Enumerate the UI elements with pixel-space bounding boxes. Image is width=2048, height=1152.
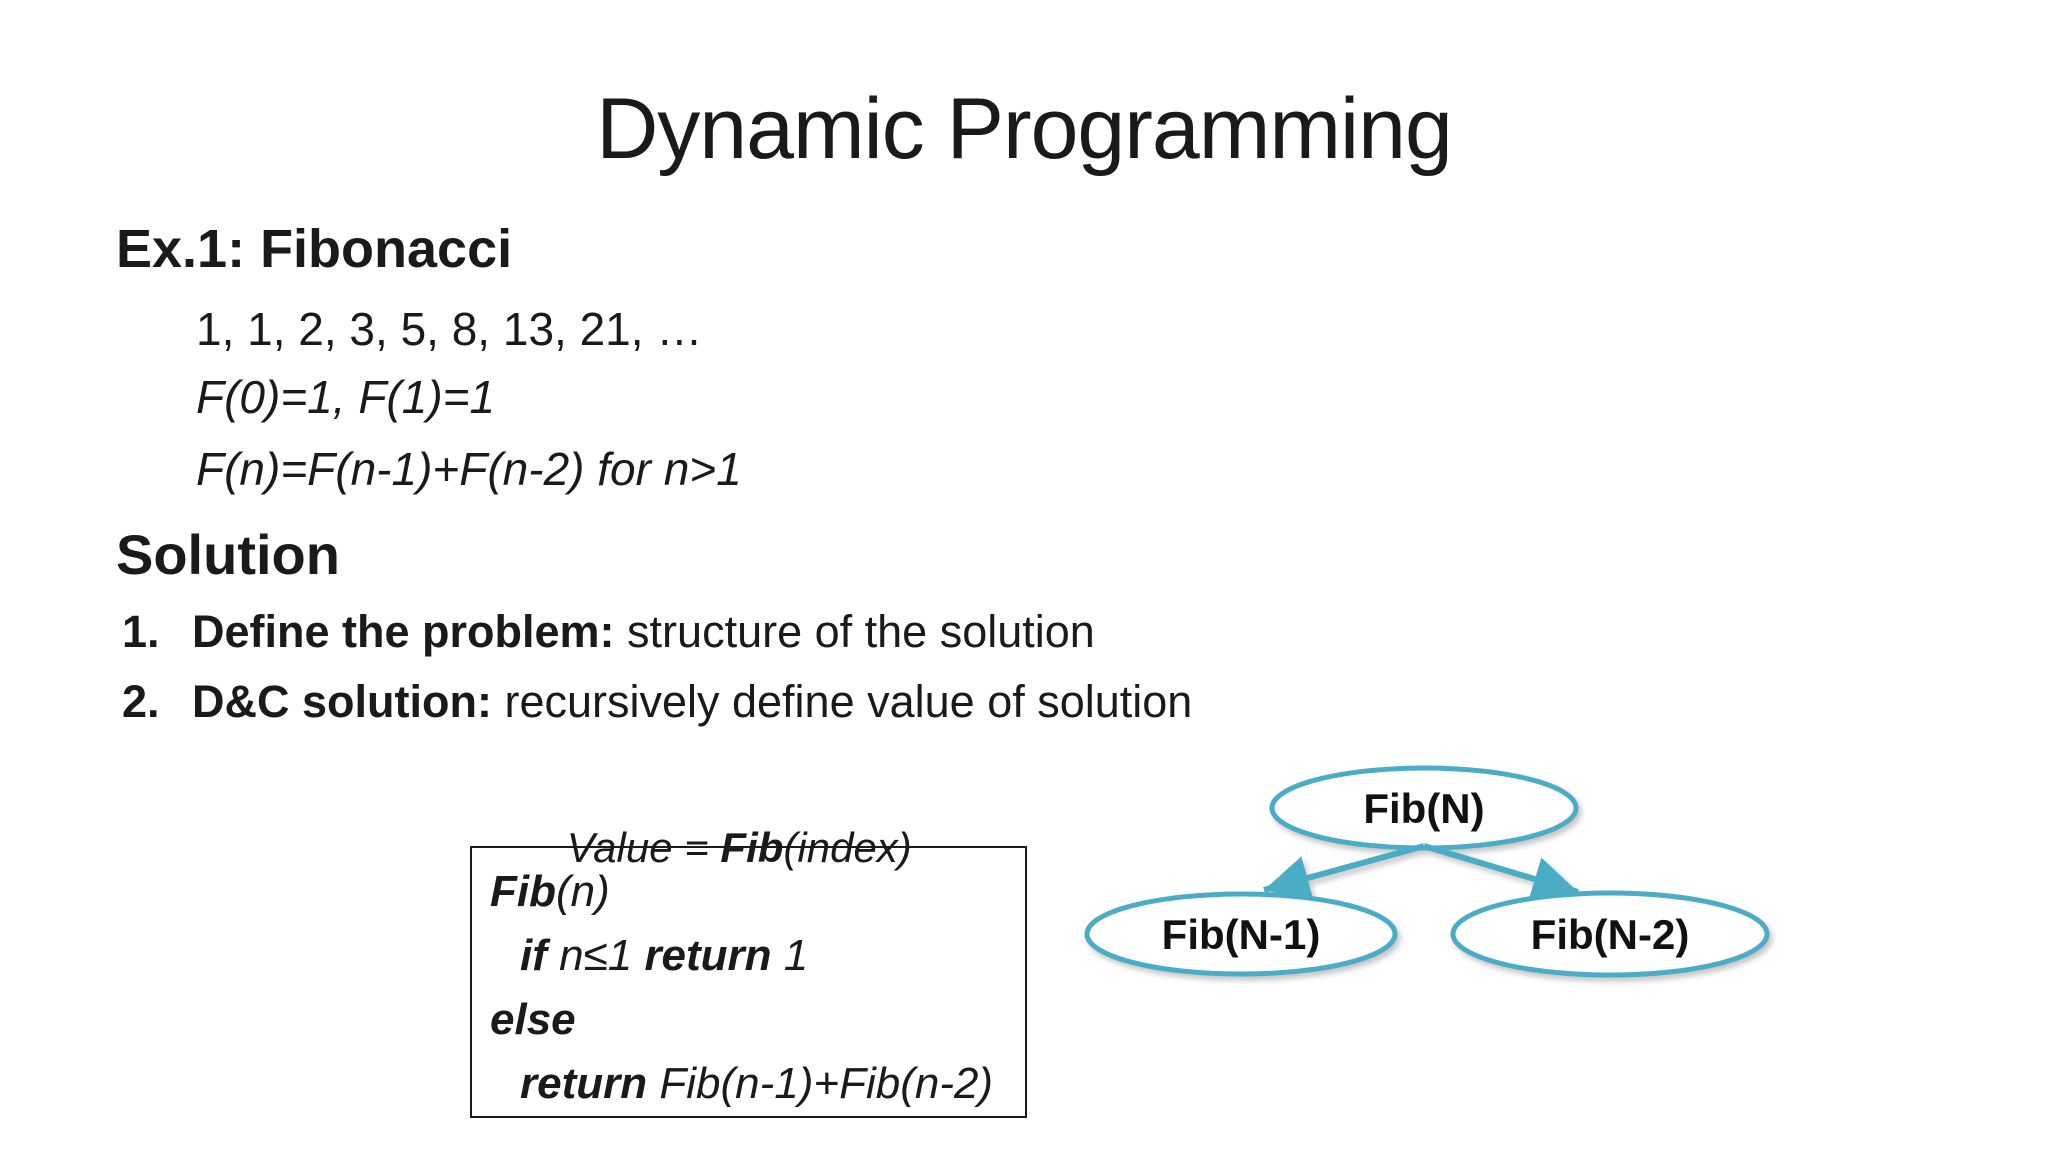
- fibonacci-base-case: F(0)=1, F(1)=1: [196, 371, 496, 423]
- slide-title: Dynamic Programming: [596, 81, 1453, 177]
- edge-arrow-right-icon: [1423, 843, 1579, 901]
- code-if-condition: n≤1: [546, 931, 645, 980]
- tree-node-left-child-label: Fib(N-1): [1162, 911, 1321, 958]
- example-heading: Ex.1: Fibonacci: [116, 219, 513, 279]
- step-lead: Define the problem:: [192, 606, 615, 657]
- code-if-keyword: if: [520, 931, 547, 980]
- code-return-keyword: return: [520, 1059, 648, 1108]
- fibonacci-recurrence: F(n)=F(n-1)+F(n-2) for n>1: [196, 443, 742, 495]
- pseudocode-box: Fib(n) if n≤1 return 1 else return Fib(n…: [470, 846, 1027, 1118]
- tree-node-left-child: [1084, 891, 1398, 977]
- step-lead: D&C solution:: [192, 676, 492, 727]
- code-else-keyword: else: [490, 995, 576, 1044]
- solution-step-2: 2. D&C solution: recursively define valu…: [122, 676, 1192, 728]
- step-text: structure of the solution: [614, 606, 1095, 657]
- code-line-signature: Fib(n): [490, 860, 1025, 924]
- edge-arrow-left-icon: [1263, 843, 1425, 900]
- step-number: 2.: [122, 676, 160, 727]
- tree-node-right-child: [1450, 890, 1770, 978]
- tree-node-root-label: Fib(N): [1363, 785, 1484, 832]
- code-line-if: if n≤1 return 1: [490, 924, 1025, 988]
- recursion-tree-diagram: Fib(N) Fib(N-1) Fib(N-2): [1084, 765, 1770, 978]
- code-return-expression: Fib(n-1)+Fib(n-2): [647, 1059, 994, 1108]
- fibonacci-sequence: 1, 1, 2, 3, 5, 8, 13, 21, …: [196, 303, 703, 355]
- code-signature-args: (n): [555, 867, 610, 916]
- code-line-else: else: [490, 988, 1025, 1052]
- solution-heading: Solution: [116, 523, 340, 586]
- code-line-return: return Fib(n-1)+Fib(n-2): [490, 1052, 1025, 1116]
- code-fib-keyword: Fib: [490, 867, 556, 916]
- code-return-value: 1: [771, 931, 809, 980]
- step-text: recursively define value of solution: [491, 676, 1193, 727]
- solution-step-1: 1. Define the problem: structure of the …: [122, 606, 1095, 658]
- code-return-keyword: return: [644, 931, 772, 980]
- tree-node-right-child-label: Fib(N-2): [1531, 911, 1690, 958]
- step-number: 1.: [122, 606, 160, 657]
